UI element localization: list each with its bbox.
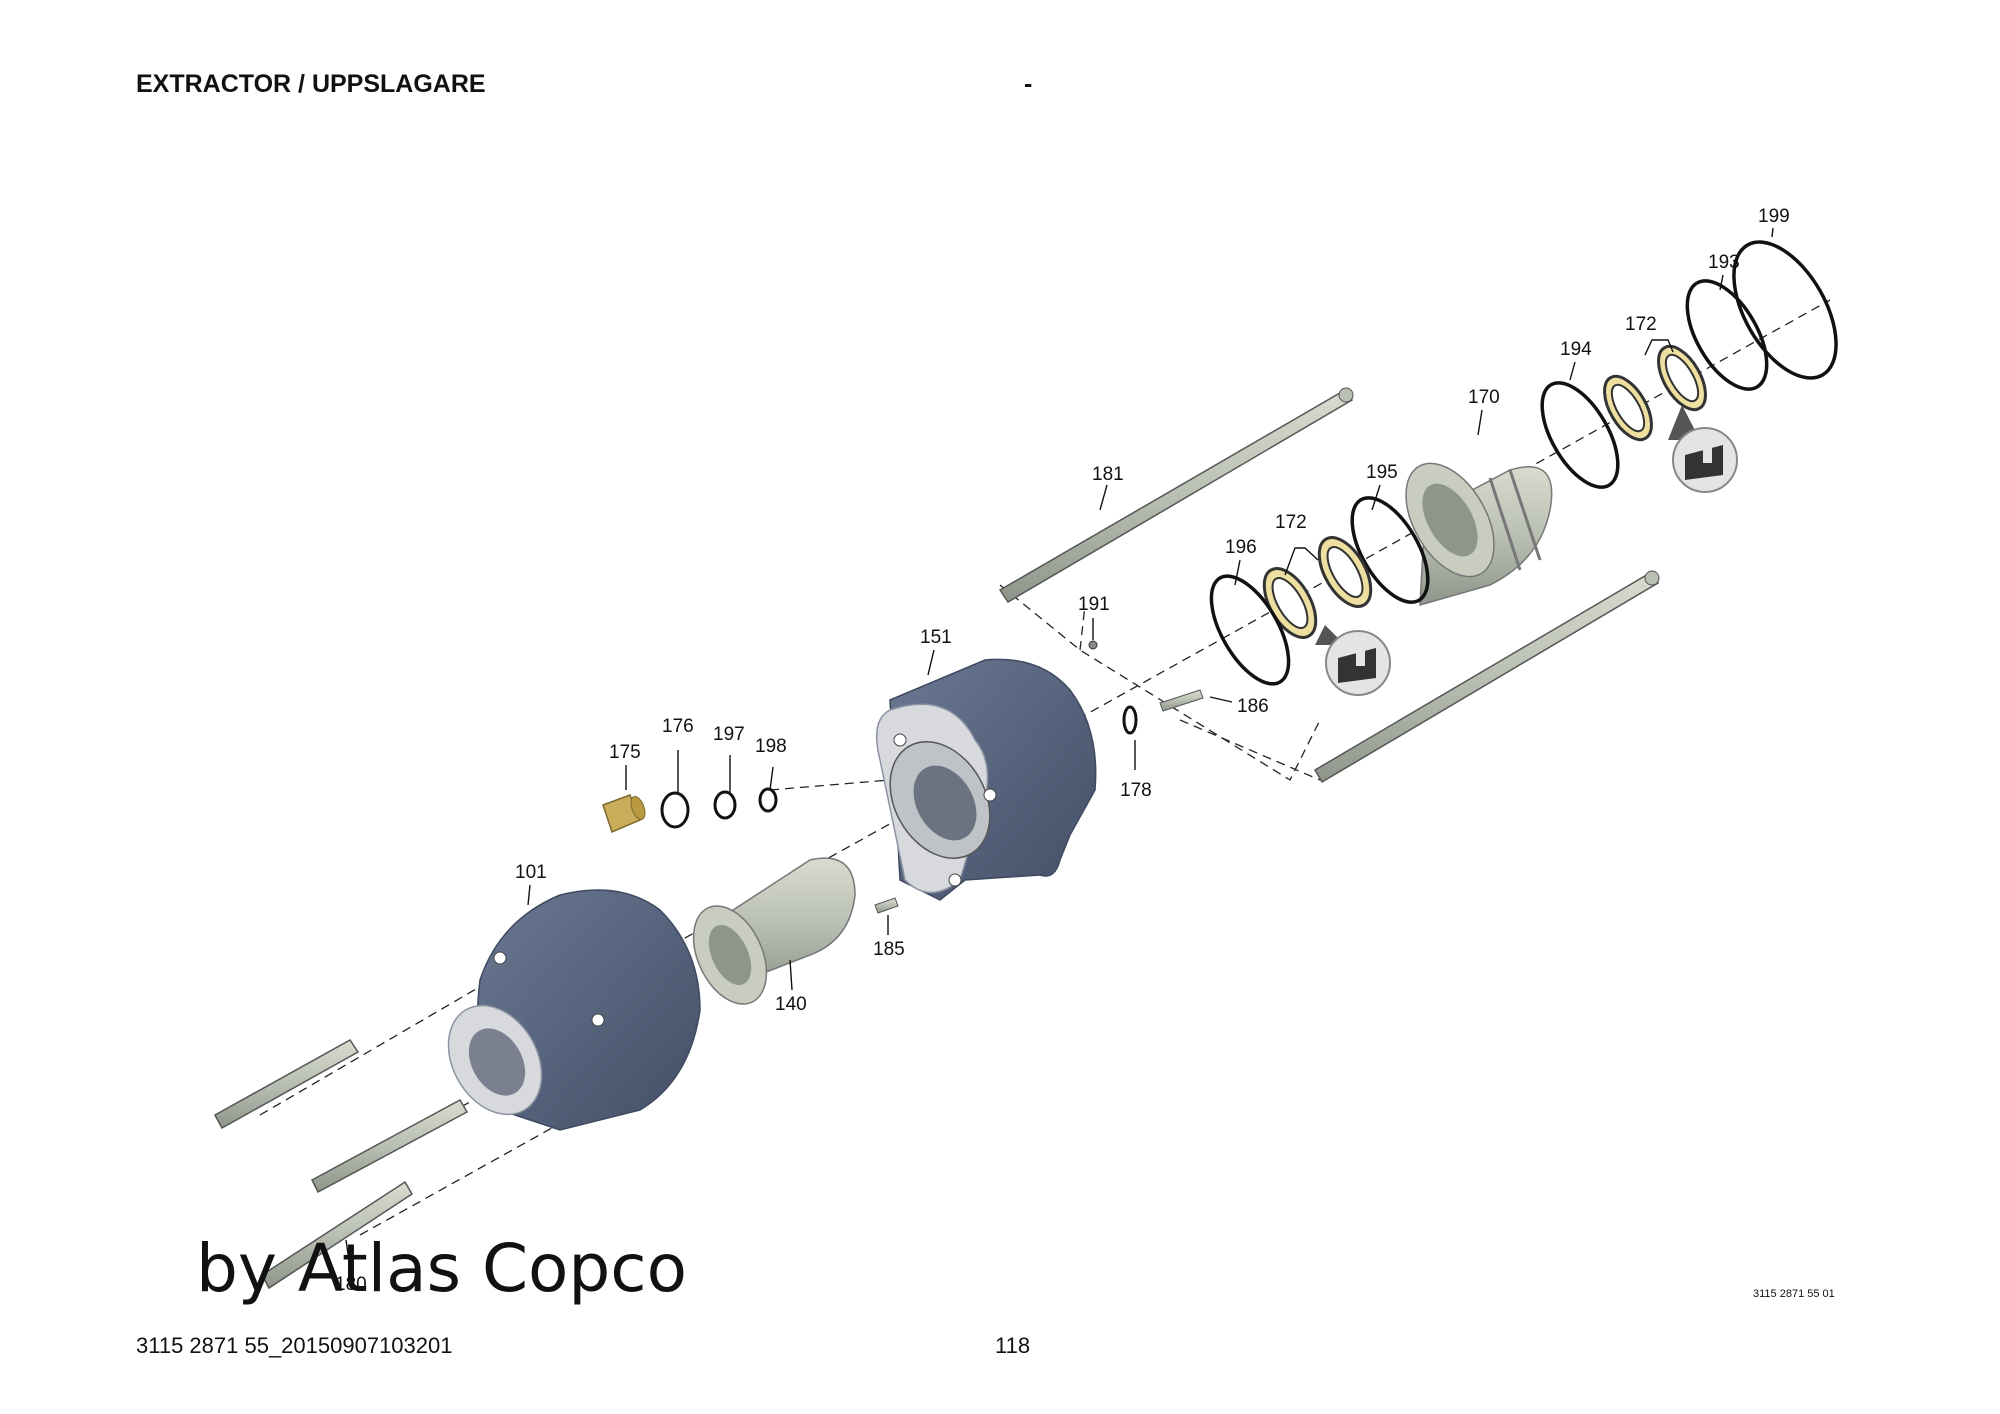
part-151-cylinder-housing [875,658,1097,901]
callout-181: 181 [1092,464,1124,485]
callout-198: 198 [755,736,787,757]
callout-185: 185 [873,939,905,960]
part-191-ball [1088,640,1098,650]
part-198-ring [758,787,778,813]
part-186-pin [1159,689,1204,712]
callout-178: 178 [1120,780,1152,801]
seal-profile-detail-upper [1668,405,1738,493]
callout-193: 193 [1708,252,1740,273]
part-180-rods [213,1039,469,1290]
callout-191: 191 [1078,594,1110,615]
page-title: EXTRACTOR / UPPSLAGARE [136,70,486,98]
callout-101: 101 [515,862,547,883]
callout-172-lower: 172 [1275,512,1307,533]
callout-172-upper: 172 [1625,314,1657,335]
callout-195: 195 [1366,462,1398,483]
part-195-o-ring [1350,496,1430,604]
seal-profile-detail-lower [1315,625,1391,696]
callout-186: 186 [1237,696,1269,717]
document-id: 3115 2871 55_20150907103201 [136,1333,453,1358]
callout-labels: 199 193 172 194 170 195 172 196 181 191 … [335,206,1790,1295]
part-170-piston [1405,462,1553,607]
part-172-seal-pair-lower [1262,536,1373,639]
part-194-o-ring [1540,381,1620,489]
part-199-o-ring [1732,240,1838,380]
callout-180: 180 [335,1274,367,1295]
callout-194: 194 [1560,339,1592,360]
callout-170: 170 [1468,387,1500,408]
part-178-retaining-ring [1122,705,1138,735]
callout-199: 199 [1758,206,1790,227]
part-181-tie-rod [998,387,1354,604]
part-140-bushing [692,857,856,1005]
part-172-seal-pair-upper [1603,344,1707,442]
header-center-dash: - [1024,70,1033,98]
callout-140: 140 [775,994,807,1015]
part-193-o-ring [1685,279,1769,391]
part-196-o-ring [1209,574,1291,686]
page-number: 118 [995,1333,1031,1358]
callout-151: 151 [920,627,952,648]
watermark-text: by Atlas Copco [196,1230,687,1307]
part-185-pin [874,897,899,914]
callout-197: 197 [713,724,745,745]
callout-196: 196 [1225,537,1257,558]
part-181-tie-rod-right [1313,570,1660,784]
drawing-number: 3115 2871 55 01 [1753,1288,1835,1300]
part-175-valve-plug [602,794,646,834]
callout-175: 175 [609,742,641,763]
part-197-ring [713,790,737,820]
callout-176: 176 [662,716,694,737]
part-101-front-head [447,889,701,1131]
callout-leader-lines [345,227,1774,1269]
part-176-ring [660,791,690,829]
